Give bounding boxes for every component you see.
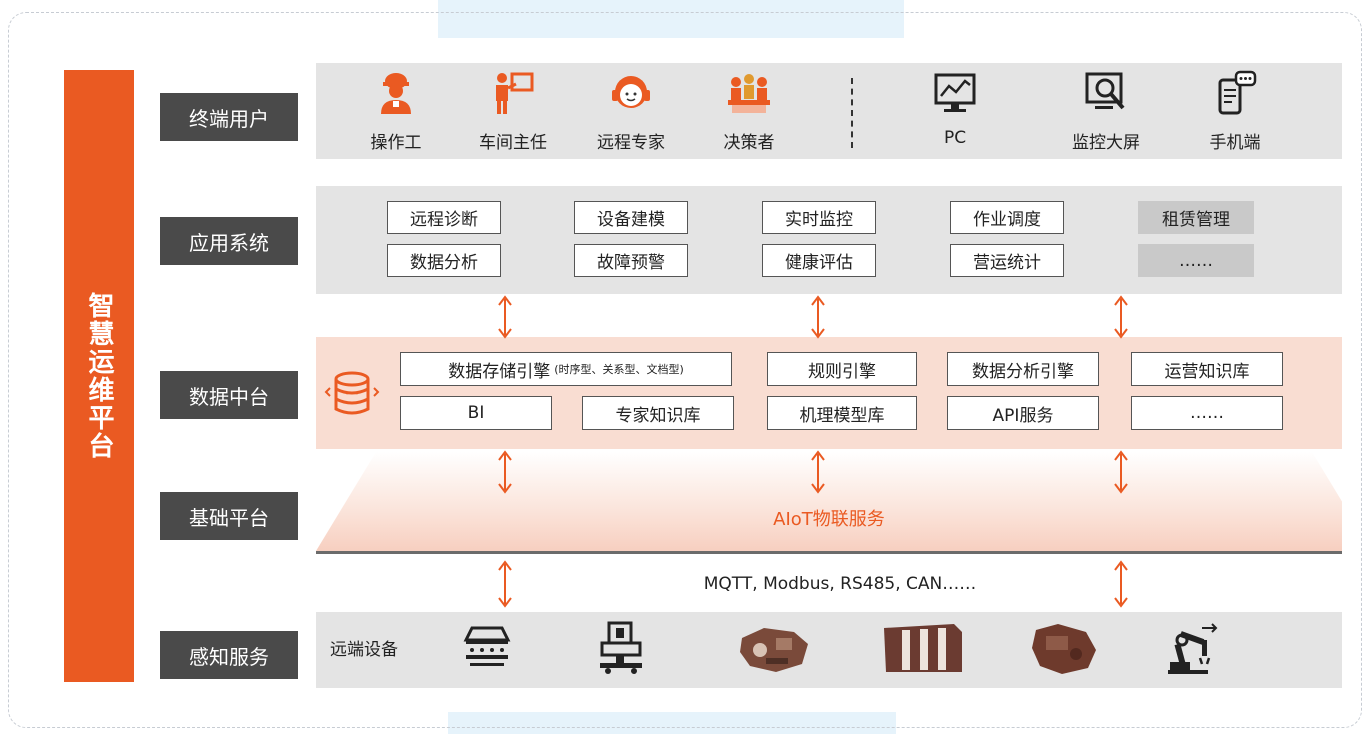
- device-label: 手机端: [1209, 133, 1261, 153]
- remote-devices-label: 远端设备: [330, 640, 398, 660]
- presenter-icon: [490, 70, 536, 120]
- layer-label-application: 应用系统: [160, 217, 298, 265]
- user-label: 远程专家: [597, 133, 665, 153]
- monitor-search-icon: [1083, 70, 1129, 120]
- user-workshop-director: 车间主任: [458, 70, 568, 156]
- arrow-data-base-2: [809, 450, 827, 494]
- monitor-chart-icon: [932, 70, 978, 120]
- engine-device-image: [736, 620, 814, 680]
- terminal-divider: [851, 78, 853, 148]
- platform-title-bar: 智慧运维平台: [64, 70, 134, 682]
- app-realtime-monitor: 实时监控: [762, 201, 876, 234]
- data-storage-engine: 数据存储引擎(时序型、关系型、文档型): [400, 352, 732, 386]
- app-data-analysis: 数据分析: [387, 244, 501, 277]
- data-analysis-engine: 数据分析引擎: [947, 352, 1099, 386]
- conveyor-equipment-icon: [462, 620, 512, 674]
- device-label: 监控大屏: [1072, 133, 1140, 153]
- phone-chat-icon: [1212, 70, 1258, 120]
- app-remote-diagnosis: 远程诊断: [387, 201, 501, 234]
- perception-band: [316, 612, 1342, 688]
- headset-expert-icon: [608, 70, 654, 120]
- arrow-app-data-1: [496, 295, 514, 339]
- motor-device-image: [1028, 620, 1100, 680]
- arrow-data-base-1: [496, 450, 514, 494]
- arrow-base-perception-1: [496, 560, 514, 608]
- data-bi: BI: [400, 396, 552, 430]
- database-icon: [322, 370, 382, 422]
- layer-label-base: 基础平台: [160, 492, 298, 540]
- base-platform-band: [316, 452, 1342, 551]
- arrow-base-perception-2: [1112, 560, 1130, 608]
- layer-label-data: 数据中台: [160, 371, 298, 419]
- cabinet-device-image: [882, 620, 964, 680]
- data-more: ……: [1131, 396, 1283, 430]
- user-decision-maker: 决策者: [694, 70, 804, 156]
- crane-machine-icon: [596, 620, 650, 680]
- arrow-data-base-3: [1112, 450, 1130, 494]
- robot-arm-icon: [1162, 620, 1222, 682]
- user-remote-expert: 远程专家: [576, 70, 686, 156]
- layer-label-perception: 感知服务: [160, 631, 298, 679]
- top-tab-decoration: [438, 0, 904, 38]
- data-rule-engine: 规则引擎: [767, 352, 917, 386]
- device-monitor-screen: 监控大屏: [1051, 70, 1161, 156]
- user-operator: 操作工: [341, 70, 451, 156]
- app-lease-management: 租赁管理: [1138, 201, 1254, 234]
- data-api-service: API服务: [947, 396, 1099, 430]
- arrow-app-data-2: [809, 295, 827, 339]
- arrow-app-data-3: [1112, 295, 1130, 339]
- data-mechanism-model: 机理模型库: [767, 396, 917, 430]
- app-device-modeling: 设备建模: [574, 201, 688, 234]
- base-platform-underline: [316, 551, 1342, 554]
- layer-label-terminal: 终端用户: [160, 93, 298, 141]
- aiot-service-label: AIoT物联服务: [773, 509, 885, 530]
- device-pc: PC: [900, 70, 1010, 156]
- data-storage-engine-types: (时序型、关系型、文档型): [554, 363, 684, 376]
- user-label: 操作工: [370, 133, 422, 153]
- user-label: 车间主任: [479, 133, 547, 153]
- device-mobile: 手机端: [1180, 70, 1290, 156]
- meeting-icon: [726, 70, 772, 120]
- platform-title: 智慧运维平台: [84, 292, 114, 460]
- app-job-scheduling: 作业调度: [950, 201, 1064, 234]
- app-operation-statistics: 营运统计: [950, 244, 1064, 277]
- outer-dashed-frame: [8, 12, 1362, 728]
- terminal-band: [316, 63, 1342, 159]
- app-more: ……: [1138, 244, 1254, 277]
- device-label: PC: [943, 128, 967, 148]
- protocol-list: MQTT, Modbus, RS485, CAN……: [703, 574, 977, 594]
- app-health-assessment: 健康评估: [762, 244, 876, 277]
- bottom-tab-decoration: [448, 712, 896, 734]
- data-expert-knowledge: 专家知识库: [582, 396, 734, 430]
- app-fault-warning: 故障预警: [574, 244, 688, 277]
- user-label: 决策者: [723, 133, 775, 153]
- worker-icon: [373, 70, 419, 120]
- data-storage-engine-label: 数据存储引擎: [448, 361, 551, 382]
- data-operation-knowledge: 运营知识库: [1131, 352, 1283, 386]
